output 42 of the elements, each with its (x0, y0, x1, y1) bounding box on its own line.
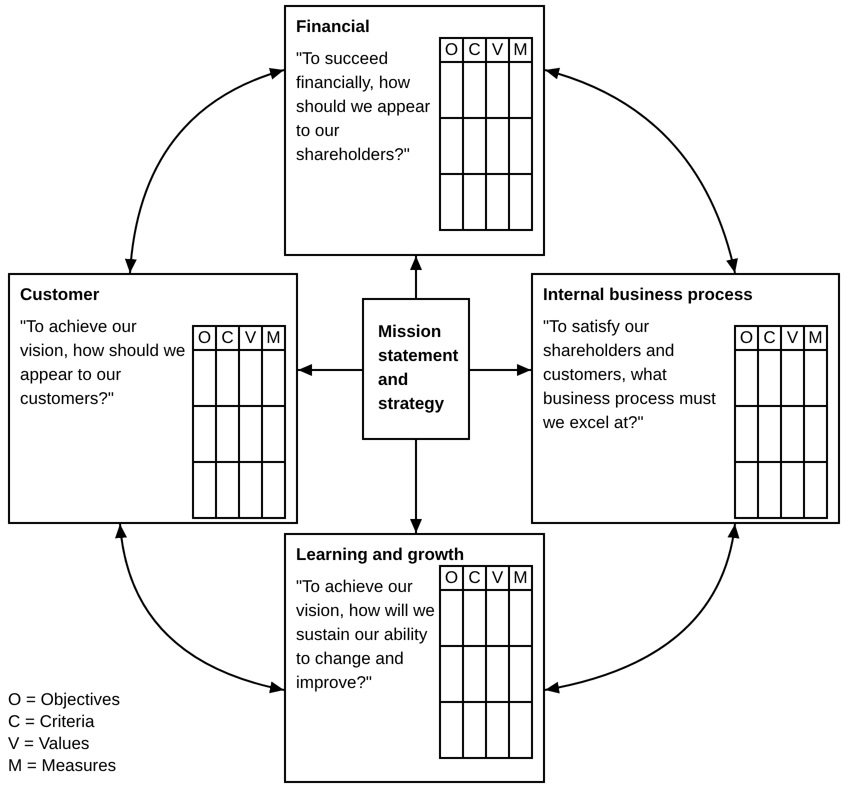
mission-text: Mission statement and strategy (378, 321, 460, 415)
double-arrow (116, 524, 284, 693)
table-header-cell: O (735, 326, 758, 350)
question-text: "To achieve our vision, how should we appear to our customers?" (20, 316, 186, 410)
box-heading: Financial (296, 17, 370, 37)
perspective-box (284, 533, 545, 783)
perspective-box (8, 273, 298, 524)
table-header-cell: C (463, 566, 486, 590)
table-header-cell: M (509, 38, 532, 62)
question-text: "To achieve our vision, how will we sustain our ability to change and improve?" (296, 576, 435, 694)
table-header-cell: M (804, 326, 827, 350)
mission-box (362, 298, 470, 440)
arrow (410, 256, 422, 298)
double-arrow (125, 68, 284, 274)
table-header-cell: O (193, 326, 216, 350)
perspective-box (284, 5, 545, 256)
table-header-cell: M (262, 326, 285, 350)
question-text: "To succeed financially, how should we appear to our shareholders?" (296, 48, 432, 166)
box-heading: Internal business process (543, 285, 753, 305)
arrow (298, 364, 362, 376)
box-heading: Customer (20, 285, 100, 305)
double-arrow (544, 68, 738, 274)
table-header-cell: V (239, 326, 262, 350)
table-header-cell: O (440, 38, 463, 62)
legend-text: M = Measures (8, 756, 116, 776)
double-arrow (544, 524, 739, 694)
table-header-cell: O (440, 566, 463, 590)
question-text: "To satisfy our shareholders and customers, what business process must we excel at?" (543, 316, 717, 434)
legend-text: C = Criteria (8, 712, 94, 732)
arrow (410, 440, 422, 533)
perspective-box (531, 273, 840, 524)
table-header-cell: V (486, 38, 509, 62)
box-heading: Learning and growth (296, 545, 464, 565)
table-header-cell: C (758, 326, 781, 350)
table-header-cell: V (781, 326, 804, 350)
table-header-cell: M (509, 566, 532, 590)
table-header-cell: C (216, 326, 239, 350)
arrow (470, 364, 531, 376)
legend-text: V = Values (8, 734, 90, 754)
table-header-cell: C (463, 38, 486, 62)
legend-text: O = Objectives (8, 690, 120, 710)
table-header-cell: V (486, 566, 509, 590)
